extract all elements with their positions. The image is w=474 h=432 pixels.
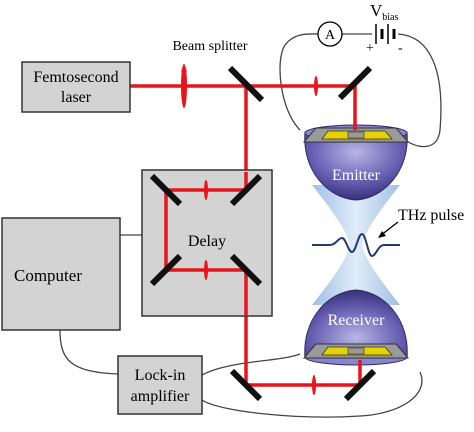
battery-minus: -	[398, 41, 403, 56]
emitter-label: Emitter	[332, 167, 381, 184]
emitter-mirror	[337, 65, 373, 101]
thz-pulse-label: THz pulse	[398, 207, 464, 224]
mirrors	[149, 65, 377, 402]
lockin-label-line1: Lock-in	[135, 367, 186, 384]
beam-splitter-mirror	[227, 65, 265, 103]
laser-label-line2: laser	[61, 89, 92, 106]
delay-mirror-top-left	[149, 173, 183, 207]
delay-mirror-top-right	[229, 173, 263, 207]
thz-pulse-arrowhead	[378, 231, 386, 238]
computer-box	[1, 217, 121, 331]
femtosecond-laser-box	[21, 61, 131, 113]
bias-battery	[375, 24, 396, 44]
lockin-label-line2: amplifier	[131, 388, 190, 405]
delay-label: Delay	[188, 233, 226, 250]
delay-pulse-markers	[204, 180, 208, 280]
lower-left-mirror	[229, 368, 263, 402]
receiver-label: Receiver	[328, 312, 386, 329]
receiver-antenna-chip	[302, 343, 410, 359]
ammeter: A	[317, 21, 343, 47]
battery-plus: +	[366, 41, 374, 56]
delay-mirror-bottom-left	[149, 253, 183, 287]
lockin-receiver-wire	[201, 353, 301, 376]
computer-label: Computer	[14, 266, 82, 285]
beam-splitter-label: Beam splitter	[172, 39, 247, 54]
emitter-antenna-chip	[302, 127, 410, 143]
receiver-mirror	[343, 368, 377, 402]
thz-pulse-waveform	[312, 232, 400, 258]
bias-circuit-wires	[59, 33, 442, 418]
computer-lockin-wire	[59, 329, 119, 375]
lockin-receiver-wire-2	[201, 371, 423, 418]
vbias-label: Vbias	[370, 1, 398, 23]
delay-mirror-bottom-right	[229, 253, 263, 287]
laser-label-line1: Femtosecond	[33, 69, 118, 86]
lockin-amplifier-box	[117, 355, 203, 415]
ammeter-label: A	[325, 28, 336, 43]
